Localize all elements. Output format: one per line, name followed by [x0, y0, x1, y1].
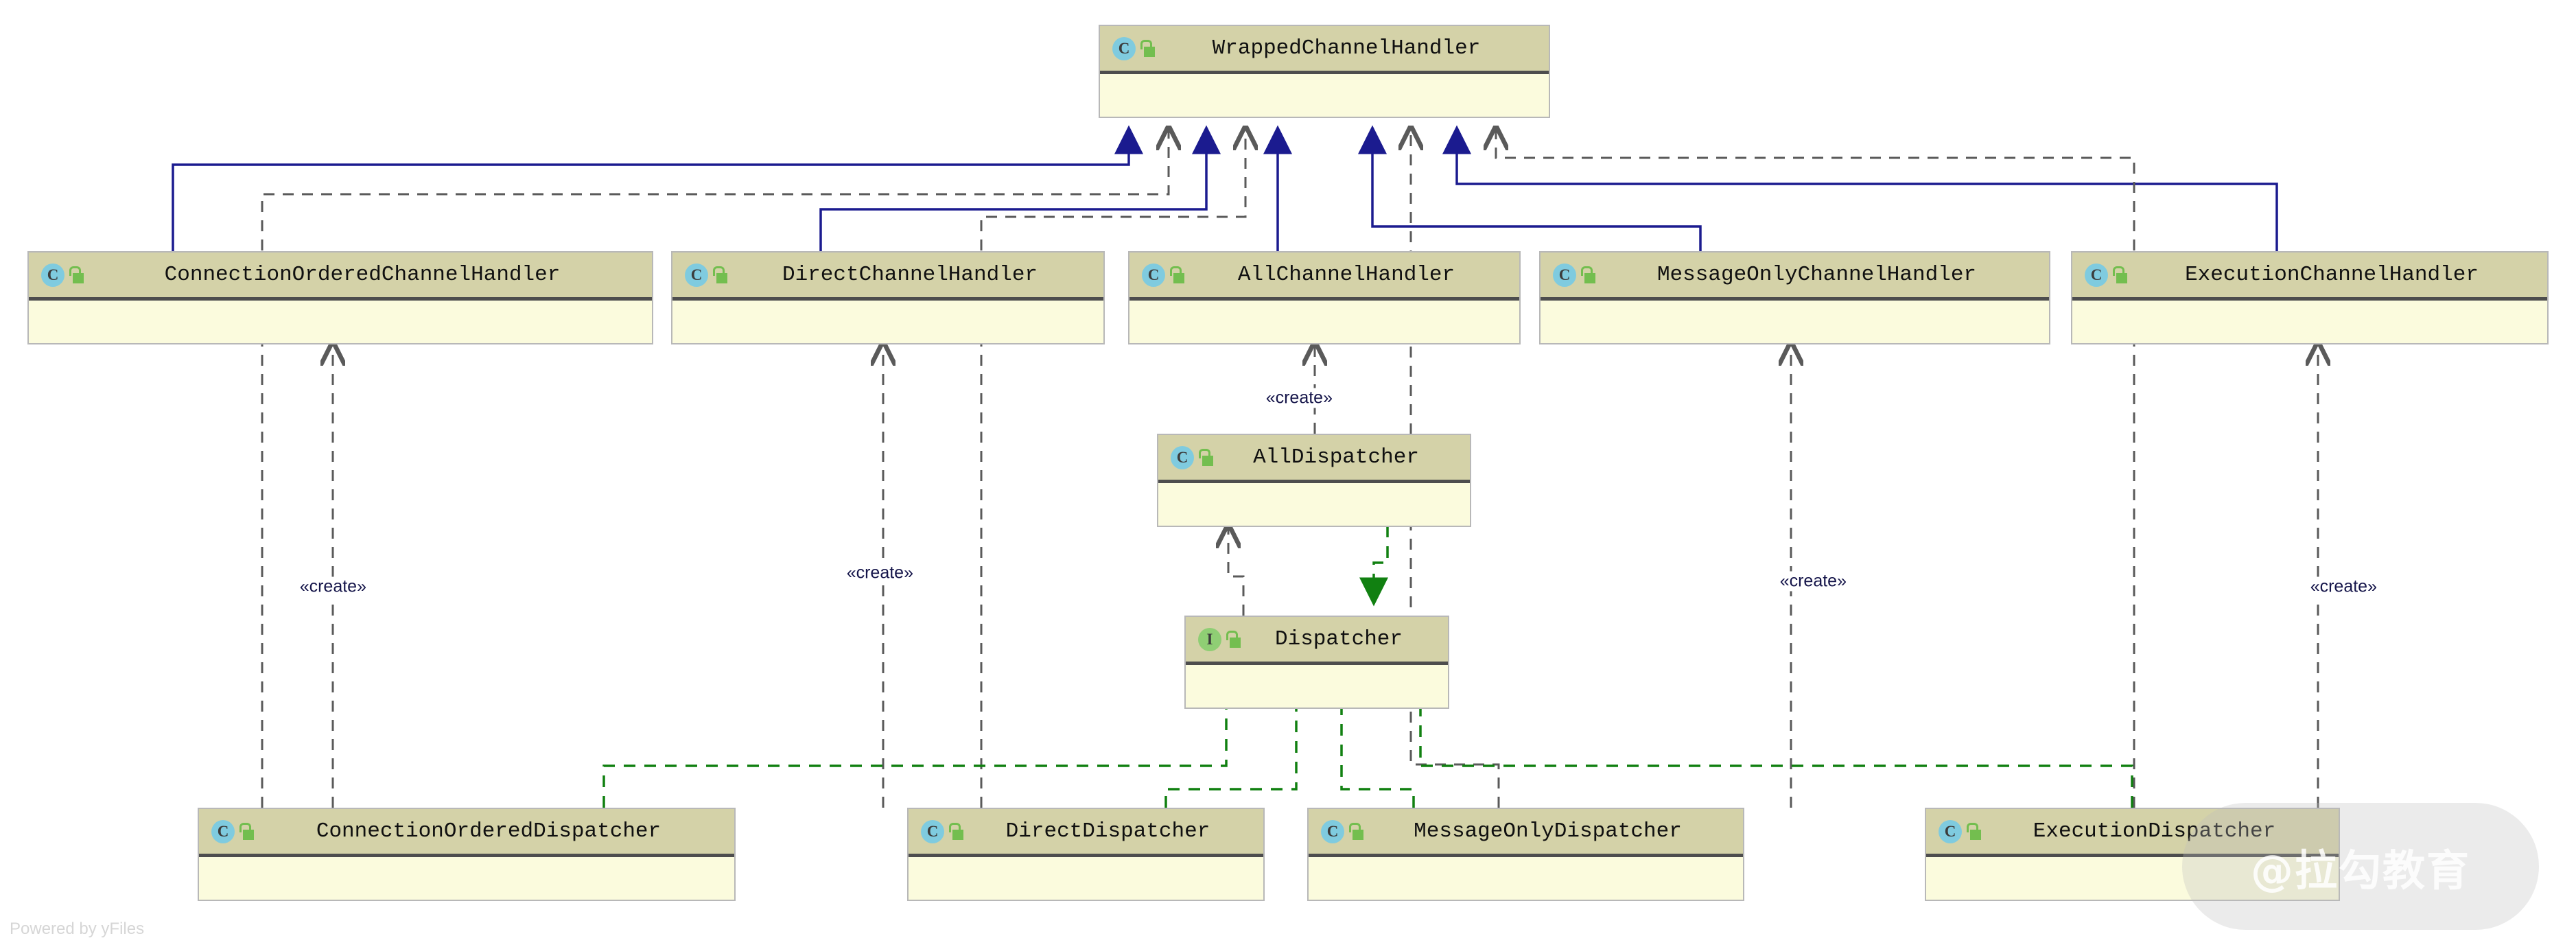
class-marker-icon: C: [1321, 819, 1344, 843]
node-attributes-compartment: [29, 301, 652, 343]
class-marker-icon: C: [211, 819, 235, 843]
edge-label-create-direct: «create»: [846, 563, 917, 583]
generalization-edges: [172, 125, 2278, 251]
public-padlock-icon: [1348, 822, 1363, 841]
class-marker-icon: C: [2085, 263, 2108, 287]
node-header: C ExecutionChannelHandler: [2072, 253, 2547, 301]
node-header: C AllDispatcher: [1158, 435, 1470, 483]
public-padlock-icon: [712, 266, 727, 284]
class-name: AllChannelHandler: [1237, 263, 1455, 287]
node-header: C DirectDispatcher: [909, 809, 1263, 857]
edge-conorddisp-dispatcher-real: [602, 668, 1241, 808]
public-padlock-icon: [948, 822, 963, 841]
node-attributes-compartment: [1100, 74, 1549, 117]
uml-class-connection-ordered-channel-handler[interactable]: C ConnectionOrderedChannelHandler: [27, 251, 653, 344]
uml-class-execution-channel-handler[interactable]: C ExecutionChannelHandler: [2071, 251, 2549, 344]
public-padlock-icon: [1169, 266, 1184, 284]
class-name: DirectDispatcher: [1005, 819, 1210, 843]
class-name: ConnectionOrderedDispatcher: [316, 819, 661, 843]
node-attributes-compartment: [1309, 857, 1743, 900]
node-header: I Dispatcher: [1186, 617, 1448, 665]
uml-class-direct-channel-handler[interactable]: C DirectChannelHandler: [671, 251, 1105, 344]
edge-direct-wrapped: [819, 125, 1221, 251]
node-attributes-compartment: [909, 857, 1263, 900]
class-name: AllDispatcher: [1253, 445, 1419, 469]
node-attributes-compartment: [672, 301, 1103, 343]
class-marker-icon: C: [1553, 263, 1576, 287]
public-padlock-icon: [239, 822, 254, 841]
edge-execdisp-dispatcher-real: [1406, 668, 2133, 808]
class-marker-icon: C: [1171, 445, 1194, 469]
edge-label-create-connection-ordered: «create»: [299, 576, 371, 597]
edge-conorddisp-wrapped: [261, 128, 1169, 808]
node-header: C MessageOnlyChannelHandler: [1541, 253, 2049, 301]
uml-interface-dispatcher[interactable]: I Dispatcher: [1184, 616, 1449, 709]
uml-class-execution-dispatcher[interactable]: C ExecutionDispatcher: [1925, 808, 2340, 901]
edge-execch-wrapped: [1442, 125, 2278, 251]
interface-marker-icon: I: [1198, 627, 1221, 651]
public-padlock-icon: [1226, 630, 1241, 648]
uml-class-message-only-channel-handler[interactable]: C MessageOnlyChannelHandler: [1539, 251, 2050, 344]
public-padlock-icon: [1140, 39, 1155, 58]
interface-name: Dispatcher: [1274, 627, 1403, 651]
node-header: C ConnectionOrderedDispatcher: [199, 809, 734, 857]
uml-class-message-only-dispatcher[interactable]: C MessageOnlyDispatcher: [1307, 808, 1744, 901]
edge-label-create-message-only: «create»: [1779, 571, 1851, 592]
edge-label-create-all: «create»: [1265, 388, 1337, 408]
public-padlock-icon: [2112, 266, 2127, 284]
class-name: ExecutionDispatcher: [2033, 819, 2276, 843]
edge-dispatcher-alldisp: [1228, 526, 1245, 616]
node-header: C WrappedChannelHandler: [1100, 26, 1549, 74]
node-attributes-compartment: [1541, 301, 2049, 343]
class-name: ExecutionChannelHandler: [2185, 263, 2479, 287]
edge-msgonly-wrapped: [1358, 125, 1702, 251]
class-marker-icon: C: [1939, 819, 1962, 843]
edge-label-create-execution: «create»: [2310, 576, 2381, 597]
node-header: C ConnectionOrderedChannelHandler: [29, 253, 652, 301]
class-marker-icon: C: [921, 819, 944, 843]
class-name: MessageOnlyDispatcher: [1414, 819, 1682, 843]
node-attributes-compartment: [1186, 665, 1448, 708]
class-name: WrappedChannelHandler: [1212, 36, 1481, 60]
watermark: @拉勾教育: [2182, 803, 2539, 930]
class-marker-icon: C: [1142, 263, 1165, 287]
public-padlock-icon: [69, 266, 84, 284]
edge-execdisp-wrapped: [1496, 128, 2135, 808]
uml-class-connection-ordered-dispatcher[interactable]: C ConnectionOrderedDispatcher: [198, 808, 736, 901]
class-marker-icon: C: [41, 263, 65, 287]
watermark-text: @拉勾教育: [2250, 845, 2470, 896]
uml-class-wrapped-channel-handler[interactable]: C WrappedChannelHandler: [1099, 25, 1550, 118]
node-attributes-compartment: [1129, 301, 1519, 343]
node-attributes-compartment: [199, 857, 734, 900]
node-attributes-compartment: [1926, 857, 2339, 900]
node-attributes-compartment: [2072, 301, 2547, 343]
uml-class-direct-dispatcher[interactable]: C DirectDispatcher: [907, 808, 1265, 901]
public-padlock-icon: [1580, 266, 1595, 284]
uml-class-all-channel-handler[interactable]: C AllChannelHandler: [1128, 251, 1521, 344]
edge-conord-wrapped: [172, 125, 1143, 251]
edge-alldisp-dispatcher-real: [1359, 526, 1389, 607]
public-padlock-icon: [1966, 822, 1981, 841]
class-name: ConnectionOrderedChannelHandler: [164, 263, 561, 287]
node-header: C DirectChannelHandler: [672, 253, 1103, 301]
class-name: MessageOnlyChannelHandler: [1656, 263, 1977, 287]
node-attributes-compartment: [1158, 483, 1470, 526]
node-header: C MessageOnlyDispatcher: [1309, 809, 1743, 857]
class-marker-icon: C: [685, 263, 708, 287]
public-padlock-icon: [1198, 448, 1213, 467]
class-marker-icon: C: [1112, 36, 1136, 60]
uml-class-all-dispatcher[interactable]: C AllDispatcher: [1157, 434, 1471, 527]
class-name: DirectChannelHandler: [782, 263, 1038, 287]
node-header: C ExecutionDispatcher: [1926, 809, 2339, 857]
node-header: C AllChannelHandler: [1129, 253, 1519, 301]
powered-by-yfiles-label: Powered by yFiles: [10, 920, 145, 938]
